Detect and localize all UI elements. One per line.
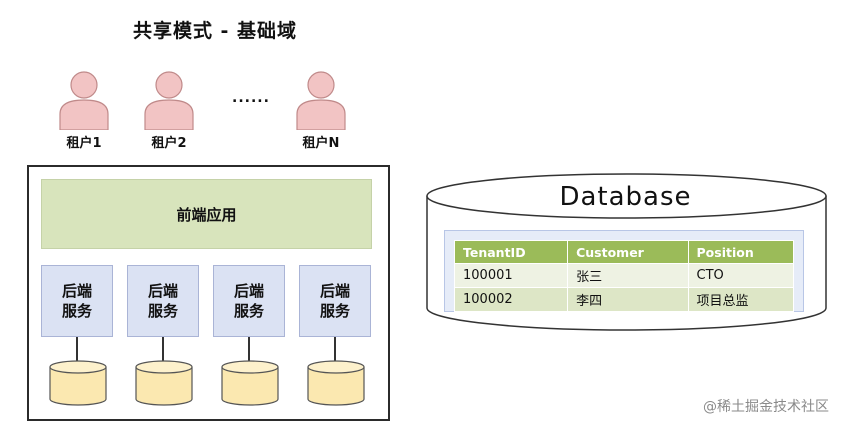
tenant-2: 租户2 [134,70,204,151]
table-row: 100001 张三 CTO [453,263,795,288]
person-icon [59,71,109,130]
table-cell: CTO [687,263,795,288]
table-cell: 项目总监 [687,287,795,312]
tenant-ellipsis: ...... [232,90,270,106]
database-icon [135,360,193,406]
table-header-row: TenantID Customer Position [453,240,795,264]
database-icon [49,360,107,406]
table-cell: 100002 [453,287,569,312]
tenant-label: 租户N [302,136,340,151]
column-header: TenantID [453,240,569,264]
database-icon [307,360,365,406]
table-row: 100002 李四 项目总监 [453,287,795,312]
shared-system-box: 前端应用 后端 服务 后端 服务 后端 服务 后端 服务 [27,165,390,421]
frontend-app-box: 前端应用 [41,179,372,249]
backend-service-box: 后端 服务 [299,265,371,337]
table-cell: 张三 [567,263,689,288]
tenant-label: 租户2 [151,136,187,151]
connector-line [334,337,336,361]
person-icon [296,71,346,130]
person-icon [144,71,194,130]
tenant-1: 租户1 [49,70,119,151]
tenant-table: TenantID Customer Position 100001 张三 CTO… [453,240,795,312]
backend-service-box: 后端 服务 [127,265,199,337]
diagram-title: 共享模式 - 基础域 [132,20,298,42]
connector-line [76,337,78,361]
watermark: @稀土掘金技术社区 [703,399,829,415]
tenant-label: 租户1 [66,136,102,151]
column-header: Customer [567,240,689,264]
backend-service-box: 后端 服务 [213,265,285,337]
connector-line [248,337,250,361]
table-cell: 100001 [453,263,569,288]
database-icon [221,360,279,406]
backend-service-box: 后端 服务 [41,265,113,337]
table-cell: 李四 [567,287,689,312]
tenant-n: 租户N [286,70,356,151]
column-header: Position [687,240,795,264]
database-title: Database [559,182,692,212]
connector-line [162,337,164,361]
